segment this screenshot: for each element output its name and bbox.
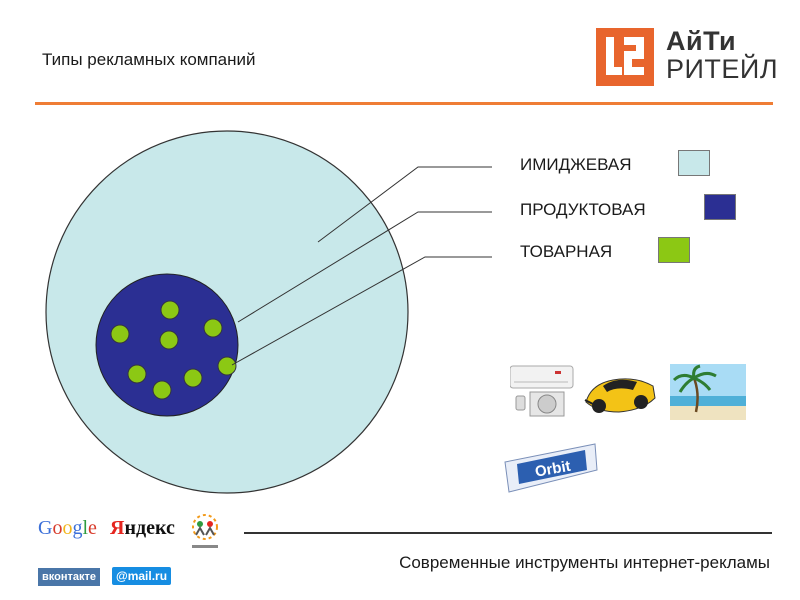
inner-circle-goods-2 [110, 324, 130, 344]
logo-text-line1: АйТи [666, 26, 737, 56]
sports-car-image [583, 364, 657, 420]
inner-circle-goods-5 [127, 364, 147, 384]
footer-text: Современные инструменты интернет-рекламы [399, 553, 770, 572]
odnoklassniki-logo [184, 511, 226, 553]
inner-circle-goods-7 [152, 380, 172, 400]
legend-label-product: ПРОДУКТОВАЯ [520, 200, 646, 219]
yandex-logo-rest: ндекс [124, 517, 175, 539]
orbit-gum-image: Orbit [503, 440, 599, 496]
yandex-logo: Яндекс [110, 517, 175, 539]
leader-line-goods [231, 256, 492, 366]
legend-swatch-image [678, 150, 710, 176]
air-conditioner-image [509, 364, 574, 420]
vkontakte-logo: вконтакте [38, 568, 101, 586]
logo: АйТи РИТЕЙЛ [596, 26, 786, 88]
palm-beach-image [670, 364, 746, 420]
leader-line-image [317, 166, 492, 243]
legend-swatch-goods [658, 237, 690, 263]
logo-mark-icon [596, 28, 654, 86]
inner-circle-goods-6 [183, 368, 203, 388]
legend-label-goods: ТОВАРНАЯ [520, 242, 613, 261]
google-logo: Google [38, 517, 97, 539]
slide-title: Типы рекламных компаний [42, 50, 256, 69]
footer-divider [244, 532, 772, 534]
leader-line-product [237, 211, 492, 323]
header-divider [35, 102, 773, 105]
inner-circle-goods-4 [203, 318, 223, 338]
legend-swatch-product [704, 194, 736, 220]
mailru-logo: @mail.ru [112, 567, 172, 585]
logo-text-line2: РИТЕЙЛ [666, 54, 779, 84]
legend-label-image: ИМИДЖЕВАЯ [520, 155, 632, 174]
orbit-logo-text: Orbit [534, 458, 572, 481]
inner-circle-goods-3 [159, 330, 179, 350]
inner-circle-goods-8 [217, 356, 237, 376]
inner-circle-goods-1 [160, 300, 180, 320]
